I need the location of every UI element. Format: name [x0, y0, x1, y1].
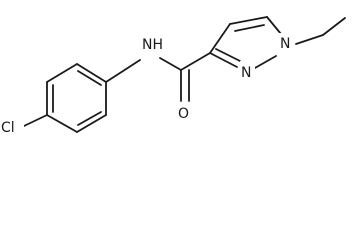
atom-n2-label: N	[241, 65, 251, 81]
atom-labels: Cl NH O N N	[0, 33, 294, 136]
bond-ring-3-double	[77, 70, 102, 86]
bond-nh-carbonyl	[159, 57, 182, 71]
bond-c5-n1	[266, 16, 282, 35]
bond-n2-c3-double	[215, 48, 241, 62]
amide-nh-label-mask	[141, 34, 164, 54]
bond-n1-n2	[254, 55, 277, 69]
pyrazole-n1-label-mask	[279, 33, 294, 53]
bond-c4-c5	[229, 16, 268, 25]
chlorine-label-mask	[0, 116, 24, 136]
bond-n2-c3	[209, 52, 238, 68]
bond-ring-5-double	[77, 111, 102, 126]
amide-o-label-mask	[177, 102, 193, 122]
bond-ethyl-c1-c2	[322, 17, 346, 36]
atom-nh-label: NH	[142, 37, 163, 53]
bond-ring-3	[76, 63, 107, 83]
pyrazole-n2-label-mask	[240, 61, 255, 81]
bond-carbonyl-c3	[180, 52, 211, 71]
bond-cl-c4	[23, 114, 48, 127]
bond-c1-n	[105, 59, 141, 83]
structure-canvas: Cl NH O N N	[0, 16, 346, 136]
bond-c3-c4	[209, 23, 231, 54]
bonds	[23, 16, 346, 133]
atom-o-label: O	[178, 106, 189, 122]
bond-ring-6	[46, 114, 78, 133]
bond-c4-c5-double	[234, 24, 265, 32]
molecule-structure: Cl NH O N N	[0, 16, 346, 136]
bond-ring-2	[46, 63, 78, 83]
bond-ring-5	[76, 114, 107, 133]
bond-n1-ethyl-c1	[295, 34, 324, 45]
atom-n1-label: N	[280, 36, 290, 52]
atom-cl-label: Cl	[1, 120, 15, 136]
